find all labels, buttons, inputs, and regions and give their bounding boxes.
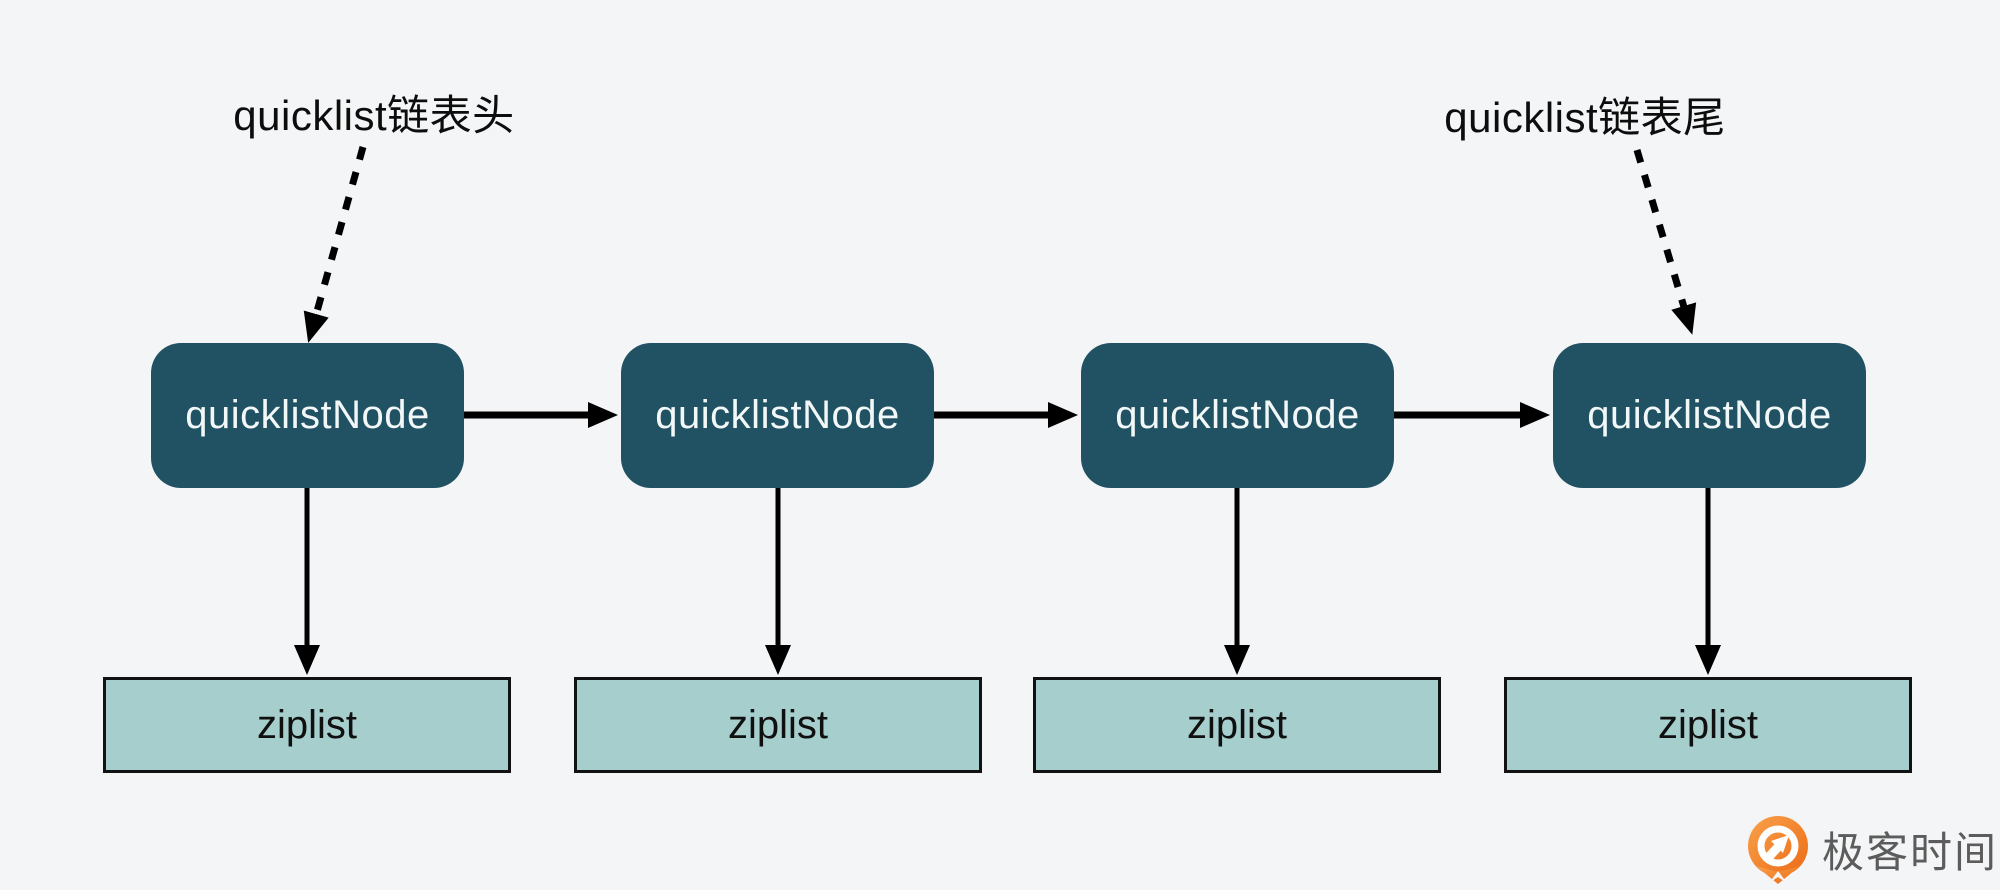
head-annotation-label: quicklist链表头 xyxy=(233,92,515,139)
quicklist-node-3: quicklistNode xyxy=(1081,343,1394,488)
quicklist-node-2: quicklistNode xyxy=(621,343,934,488)
ziplist-box-1-label: ziplist xyxy=(256,702,358,747)
quicklist-node-1-label: quicklistNode xyxy=(185,393,430,437)
ziplist-box-3-label: ziplist xyxy=(1186,702,1288,747)
quicklist-node-4: quicklistNode xyxy=(1553,343,1866,488)
ziplist-box-1: ziplist xyxy=(103,677,511,773)
geektime-logo-text: 极客时间 xyxy=(1822,828,1999,876)
geektime-pin-icon xyxy=(1748,816,1808,884)
ziplist-box-2: ziplist xyxy=(574,677,982,773)
tail-dashed-arrow xyxy=(1633,148,1697,335)
quicklist-node-4-label: quicklistNode xyxy=(1587,393,1832,437)
quicklist-node-2-label: quicklistNode xyxy=(655,393,900,437)
quicklist-node-1: quicklistNode xyxy=(151,343,464,488)
ziplist-box-4: ziplist xyxy=(1504,677,1912,773)
geektime-logo: 极客时间 xyxy=(1746,814,1998,884)
ziplist-box-4-label: ziplist xyxy=(1657,702,1759,747)
tail-annotation-label: quicklist链表尾 xyxy=(1444,94,1726,141)
ziplist-box-3: ziplist xyxy=(1033,677,1441,773)
quicklist-node-3-label: quicklistNode xyxy=(1115,393,1360,437)
ziplist-box-2-label: ziplist xyxy=(727,702,829,747)
head-dashed-arrow xyxy=(303,146,367,343)
